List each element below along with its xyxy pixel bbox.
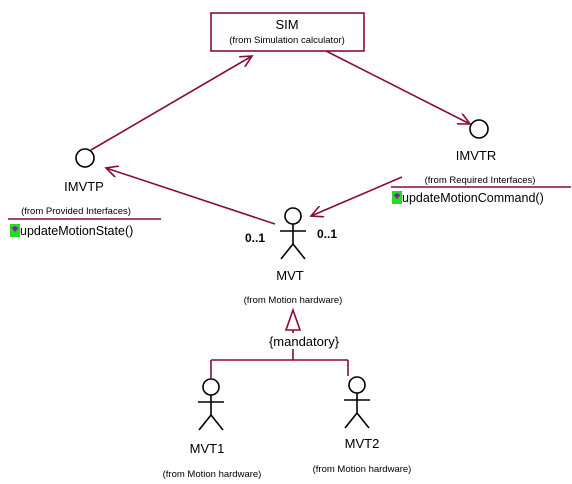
sim-name: SIM (275, 17, 298, 32)
imvtr-name: IMVTR (456, 148, 496, 163)
imvtr-interface[interactable]: IMVTR (from Required Interfaces) updateM… (391, 119, 571, 205)
actor-stick-figure-icon (198, 378, 224, 431)
operation-icon (10, 224, 20, 237)
interface-lollipop-icon (469, 119, 489, 139)
mvt1-actor[interactable]: MVT1 (from Motion hardware) (163, 378, 262, 480)
operation-icon (392, 191, 402, 204)
mvt-source: (from Motion hardware) (244, 295, 343, 306)
constraint-label-bg (262, 333, 346, 349)
edge-imvtr-to-mvt (311, 176, 403, 216)
mvt2-source: (from Motion hardware) (313, 464, 412, 475)
imvtp-name: IMVTP (64, 179, 104, 194)
edge-imvtp-to-sim (90, 56, 252, 151)
mvt2-actor[interactable]: MVT2 (from Motion hardware) (313, 376, 412, 475)
interface-lollipop-icon (75, 148, 95, 168)
mvt-actor[interactable]: 0..1 0..1 MVT (from Motion hardware) (244, 207, 343, 306)
imvtr-operation[interactable]: updateMotionCommand() (402, 191, 544, 205)
generalization-triangle-icon (284, 307, 302, 331)
sim-class[interactable]: SIM (from Simulation calculator) (210, 12, 365, 52)
mvt-multiplicity-right: 0..1 (317, 227, 337, 241)
imvtp-operation[interactable]: updateMotionState() (20, 224, 133, 238)
sim-source: (from Simulation calculator) (229, 35, 345, 46)
mvt-multiplicity-left: 0..1 (245, 231, 265, 245)
edge-sim-to-imvtr (325, 50, 470, 124)
imvtp-source: (from Provided Interfaces) (21, 206, 131, 217)
generalization-constraint: {mandatory} (269, 334, 340, 349)
edge-mvt-to-imvtp (106, 168, 276, 225)
imvtp-interface[interactable]: IMVTP (from Provided Interfaces) updateM… (8, 148, 161, 238)
imvtr-source: (from Required Interfaces) (425, 175, 536, 186)
actor-stick-figure-icon (344, 376, 370, 429)
mvt1-name: MVT1 (190, 441, 225, 456)
mvt1-source: (from Motion hardware) (163, 469, 262, 480)
actor-stick-figure-icon (280, 207, 306, 260)
mvt-name: MVT (276, 268, 304, 283)
mvt2-name: MVT2 (345, 436, 380, 451)
